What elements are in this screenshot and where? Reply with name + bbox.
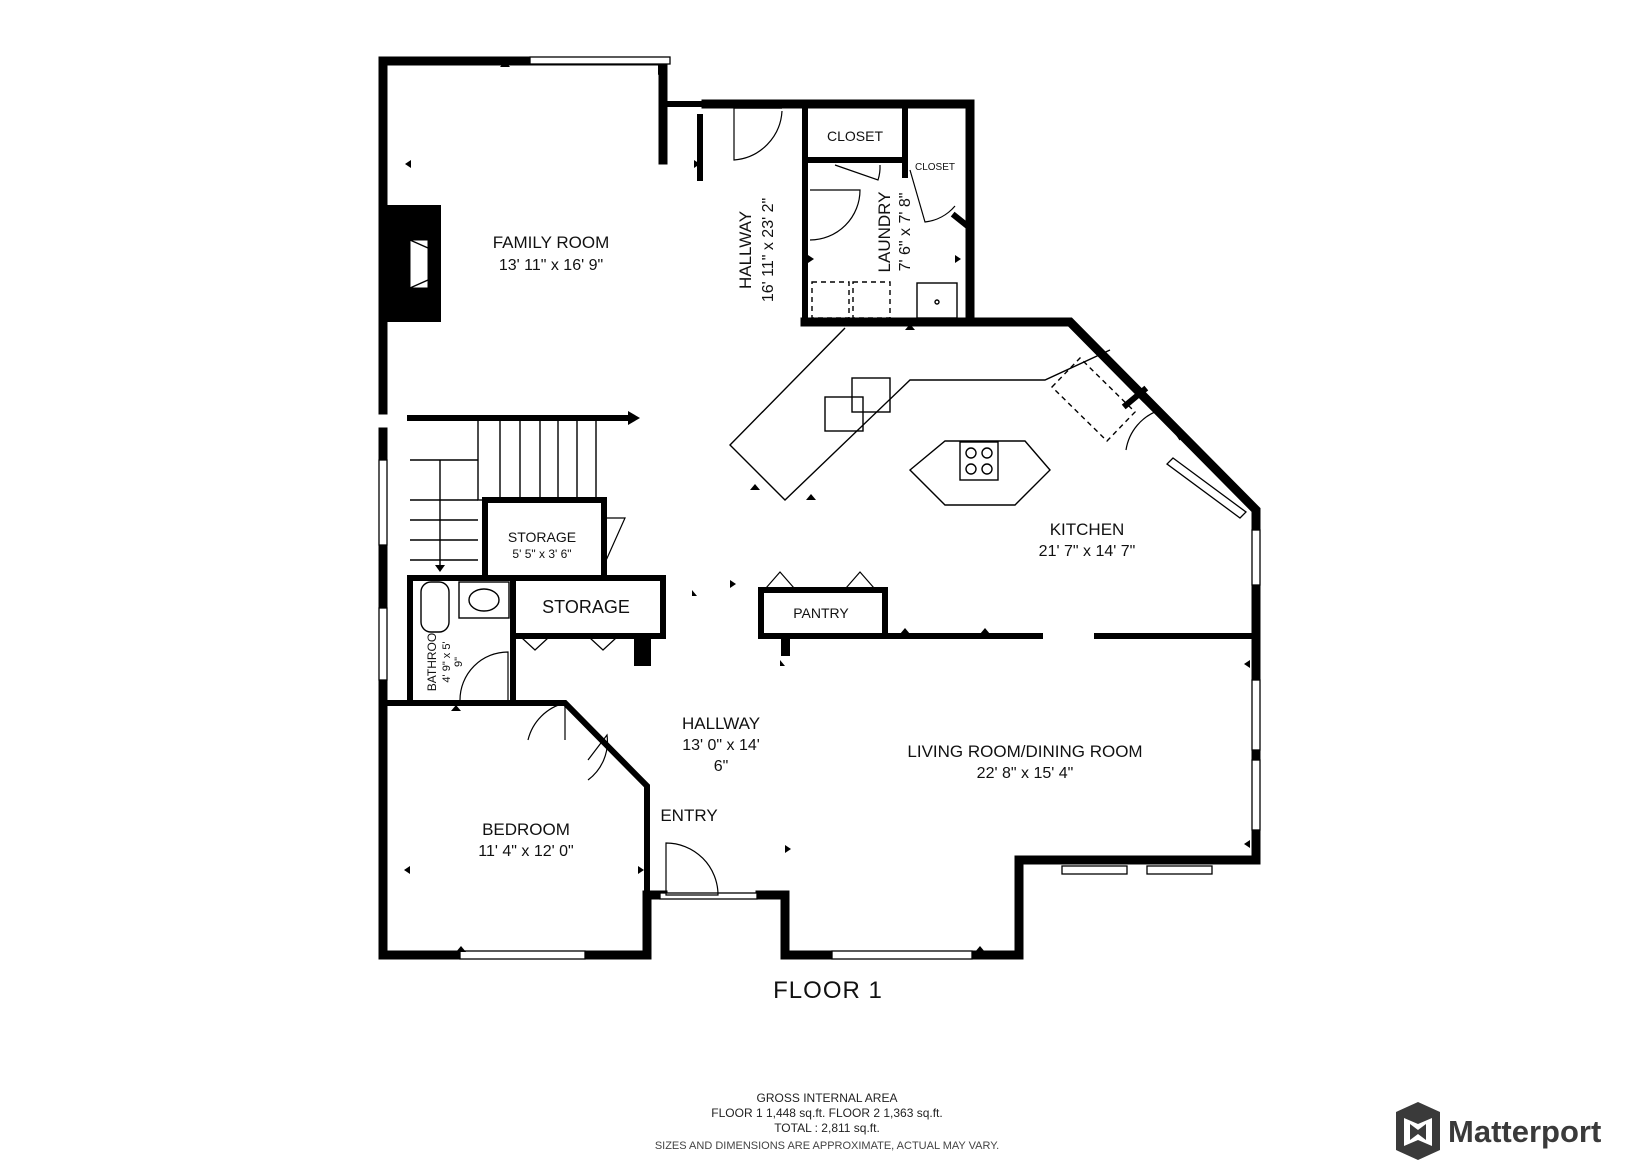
area-total: TOTAL : 2,811 sq.ft. <box>774 1121 880 1135</box>
storage-large-name: STORAGE <box>542 597 630 617</box>
wall-markers <box>404 61 1250 952</box>
fixtures <box>420 281 1136 633</box>
refrigerator <box>1051 357 1136 442</box>
bathroom-dims-line2: 9" <box>453 657 465 667</box>
brand-name: Matterport <box>1448 1114 1601 1149</box>
doors <box>459 107 1181 896</box>
hallway-main-name: HALLWAY <box>682 714 760 733</box>
room-labels: FAMILY ROOM 13' 11" x 16' 9" HALLWAY 16'… <box>425 128 1143 860</box>
family-room-dims: 13' 11" x 16' 9" <box>499 257 603 274</box>
washer <box>811 281 850 319</box>
living-dining-name: LIVING ROOM/DINING ROOM <box>907 742 1142 761</box>
matterport-logo-icon <box>1396 1102 1440 1160</box>
area-summary: GROSS INTERNAL AREA FLOOR 1 1,448 sq.ft.… <box>655 1091 999 1152</box>
interior-walls <box>380 101 1259 898</box>
windows <box>378 56 1261 960</box>
laundry-sink <box>916 282 958 319</box>
bathroom-dims-line1: 4' 9" x 5' <box>441 641 453 682</box>
entry-name: ENTRY <box>660 806 717 825</box>
bathroom-sink <box>458 581 510 619</box>
area-heading: GROSS INTERNAL AREA <box>757 1091 898 1105</box>
hallway-main-dims-line1: 13' 0" x 14' <box>682 737 760 754</box>
area-floors: FLOOR 1 1,448 sq.ft. FLOOR 2 1,363 sq.ft… <box>711 1106 942 1120</box>
kitchen-sink-left <box>824 396 864 432</box>
brand-logo: Matterport <box>1396 1102 1601 1160</box>
laundry-name: LAUNDRY <box>875 192 894 273</box>
hallway-north-dims: 16' 11" x 23' 2" <box>760 198 777 302</box>
cooktop <box>959 441 999 481</box>
family-room-name: FAMILY ROOM <box>493 233 610 252</box>
storage-small-name: STORAGE <box>508 529 576 545</box>
bathroom-name: BATHROO <box>425 633 439 691</box>
laundry-dims: 7' 6" x 7' 8" <box>897 193 914 272</box>
living-dining-dims: 22' 8" x 15' 4" <box>977 765 1074 782</box>
dryer <box>852 281 891 319</box>
bedroom-dims: 11' 4" x 12' 0" <box>478 843 573 860</box>
closet-1-name: CLOSET <box>827 128 883 144</box>
hallway-main-dims-line2: 6" <box>714 758 729 775</box>
kitchen-island <box>908 440 1051 506</box>
area-disclaimer: SIZES AND DIMENSIONS ARE APPROXIMATE, AC… <box>655 1140 999 1152</box>
closet-2-name: CLOSET <box>915 162 955 173</box>
bedroom-name: BEDROOM <box>482 820 570 839</box>
toilet <box>420 581 450 633</box>
floor-title: FLOOR 1 <box>773 977 883 1004</box>
kitchen-sink-right <box>851 377 891 413</box>
kitchen-dims: 21' 7" x 14' 7" <box>1039 543 1136 560</box>
kitchen-name: KITCHEN <box>1050 520 1125 539</box>
hallway-north-name: HALLWAY <box>736 211 755 289</box>
storage-small-dims: 5' 5" x 3' 6" <box>512 547 571 561</box>
pantry-name: PANTRY <box>793 605 849 621</box>
stairs <box>410 417 597 572</box>
